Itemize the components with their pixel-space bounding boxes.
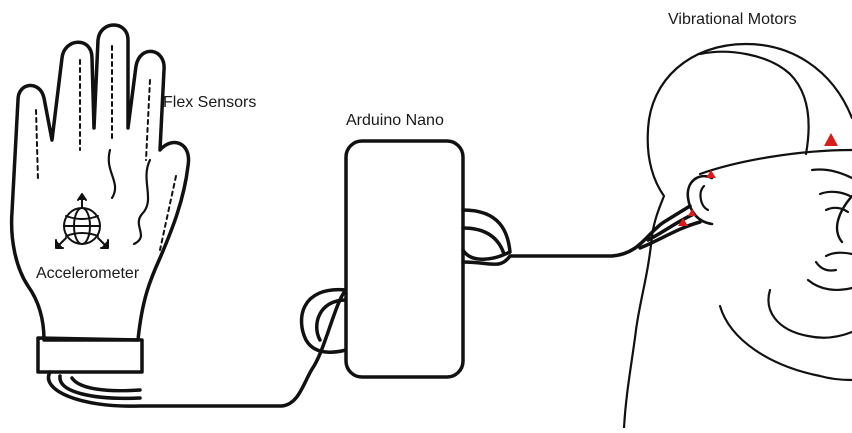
vibrational-motors-label: Vibrational Motors	[668, 11, 797, 28]
motor-marker-neck	[678, 218, 688, 226]
ear	[688, 176, 712, 224]
mouth	[826, 253, 852, 256]
flex-sensor-thumb	[160, 176, 176, 250]
accelerometer-label: Accelerometer	[36, 265, 140, 282]
hand-illustration	[12, 25, 189, 372]
cap-band	[700, 150, 852, 174]
motor-marker-temple	[706, 170, 716, 178]
eye	[820, 192, 850, 196]
motor-marker-forehead	[824, 133, 838, 146]
flex-sensors-label: Flex Sensors	[163, 94, 257, 111]
eyebrow	[812, 169, 852, 178]
head-outline	[624, 44, 852, 428]
hand-outline	[12, 25, 189, 340]
vibrational-motors	[678, 133, 838, 226]
neck-outline	[769, 290, 852, 338]
nose	[837, 196, 852, 242]
arduino-nano-label: Arduino Nano	[346, 112, 444, 129]
head-illustration	[624, 44, 852, 428]
cap-seam	[700, 52, 809, 154]
accelerometer-icon	[56, 194, 108, 248]
flex-sensor-index	[146, 80, 150, 160]
arduino-nano-board	[346, 141, 463, 377]
palm-wiring	[134, 160, 150, 244]
wire-bundle-hand	[48, 290, 346, 406]
wire-bundle-head	[463, 206, 700, 264]
motor-marker-ear	[688, 209, 696, 216]
flex-sensor-pinky	[36, 110, 38, 180]
chin	[808, 280, 852, 290]
palm-wiring-2	[109, 150, 115, 198]
wrist-band	[38, 338, 142, 372]
